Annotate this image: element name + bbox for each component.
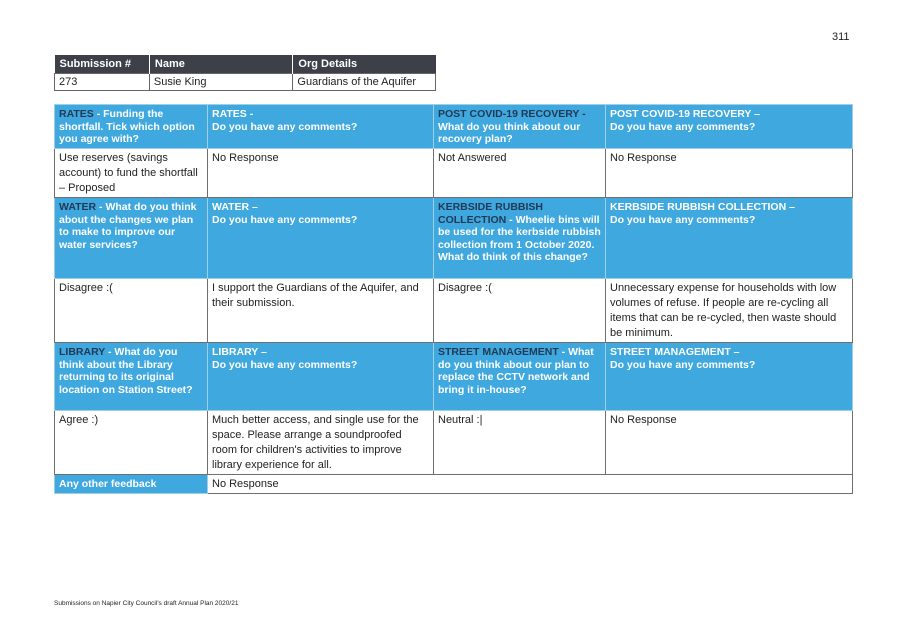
question-topic: POST COVID-19 RECOVERY – bbox=[610, 108, 760, 120]
question-cell: STREET MANAGEMENT –Do you have any comme… bbox=[605, 342, 853, 411]
submission-table: Submission # Name Org Details 273 Susie … bbox=[54, 55, 436, 91]
question-topic: LIBRARY – bbox=[212, 346, 267, 358]
answer-cell: Not Answered bbox=[433, 148, 606, 198]
question-text: - What do you think about our plan to re… bbox=[438, 346, 594, 396]
responses-table: RATES - Funding the shortfall. Tick whic… bbox=[54, 104, 853, 494]
submission-number-header: Submission # bbox=[54, 55, 150, 74]
question-topic: LIBRARY bbox=[59, 346, 106, 358]
answer-cell: Neutral :| bbox=[433, 410, 606, 475]
question-row-rates-covid: RATES - Funding the shortfall. Tick whic… bbox=[54, 104, 853, 149]
question-topic: KERBSIDE RUBBISH COLLECTION – bbox=[610, 201, 795, 213]
question-row-library-street: LIBRARY - What do you think about the Li… bbox=[54, 342, 853, 411]
question-text: Do you have any comments? bbox=[212, 120, 358, 133]
page-number: 311 bbox=[832, 31, 850, 43]
question-topic: STREET MANAGEMENT – bbox=[610, 346, 740, 358]
answer-cell: Agree :) bbox=[54, 410, 208, 475]
question-text: - What do you think about the Library re… bbox=[59, 346, 193, 396]
question-cell: RATES -Do you have any comments? bbox=[207, 104, 434, 149]
question-topic: RATES - bbox=[212, 108, 254, 120]
answer-cell: Disagree :( bbox=[54, 278, 208, 343]
question-cell: KERBSIDE RUBBISH COLLECTION - Wheelie bi… bbox=[433, 197, 606, 279]
question-text: Do you have any comments? bbox=[610, 358, 756, 371]
question-text: Do you have any comments? bbox=[212, 358, 358, 371]
question-topic: RATES bbox=[59, 108, 94, 120]
question-cell: RATES - Funding the shortfall. Tick whic… bbox=[54, 104, 208, 149]
question-text: - Funding the shortfall. Tick which opti… bbox=[59, 108, 195, 145]
question-text: What do you think about our recovery pla… bbox=[438, 120, 581, 146]
answer-cell: Use reserves (savings account) to fund t… bbox=[54, 148, 208, 198]
question-cell: WATER –Do you have any comments? bbox=[207, 197, 434, 279]
page-footer: Submissions on Napier City Council's dra… bbox=[54, 600, 239, 607]
answer-cell: No Response bbox=[605, 410, 853, 475]
name-header: Name bbox=[149, 55, 294, 74]
name-value: Susie King bbox=[148, 73, 294, 91]
answer-row: Agree :) Much better access, and single … bbox=[54, 410, 853, 475]
org-details-header: Org Details bbox=[292, 55, 436, 74]
other-feedback-label: Any other feedback bbox=[54, 474, 208, 494]
answer-cell: Much better access, and single use for t… bbox=[207, 410, 434, 475]
answer-cell: Unnecessary expense for households with … bbox=[605, 278, 853, 343]
question-topic: STREET MANAGEMENT bbox=[438, 346, 559, 358]
question-cell: LIBRARY –Do you have any comments? bbox=[207, 342, 434, 411]
question-row-water-kerbside: WATER - What do you think about the chan… bbox=[54, 197, 853, 279]
question-topic: POST COVID-19 RECOVERY - bbox=[438, 108, 586, 120]
question-cell: STREET MANAGEMENT - What do you think ab… bbox=[433, 342, 606, 411]
other-feedback-row: Any other feedback No Response bbox=[54, 474, 853, 494]
answer-cell: I support the Guardians of the Aquifer, … bbox=[207, 278, 434, 343]
question-cell: WATER - What do you think about the chan… bbox=[54, 197, 208, 279]
submission-value-row: 273 Susie King Guardians of the Aquifer bbox=[54, 73, 436, 91]
org-details-value: Guardians of the Aquifer bbox=[292, 73, 436, 91]
answer-cell: No Response bbox=[605, 148, 853, 198]
question-cell: KERBSIDE RUBBISH COLLECTION –Do you have… bbox=[605, 197, 853, 279]
question-topic: KERBSIDE RUBBISH COLLECTION bbox=[438, 201, 544, 226]
answer-cell: No Response bbox=[207, 148, 434, 198]
question-text: Do you have any comments? bbox=[610, 213, 756, 226]
question-text: - Wheelie bins will be used for the kerb… bbox=[438, 213, 601, 264]
question-text: Do you have any comments? bbox=[610, 120, 756, 133]
question-cell: POST COVID-19 RECOVERY –Do you have any … bbox=[605, 104, 853, 149]
question-topic: WATER bbox=[59, 201, 97, 213]
question-cell: LIBRARY - What do you think about the Li… bbox=[54, 342, 208, 411]
question-topic: WATER – bbox=[212, 201, 258, 213]
other-feedback-value: No Response bbox=[207, 474, 853, 494]
submission-header-row: Submission # Name Org Details bbox=[54, 55, 436, 74]
question-text: - What do you think about the changes we… bbox=[59, 201, 197, 251]
answer-row: Use reserves (savings account) to fund t… bbox=[54, 148, 853, 198]
question-cell: POST COVID-19 RECOVERY -What do you thin… bbox=[433, 104, 606, 149]
answer-row: Disagree :( I support the Guardians of t… bbox=[54, 278, 853, 343]
question-text: Do you have any comments? bbox=[212, 213, 358, 226]
answer-cell: Disagree :( bbox=[433, 278, 606, 343]
submission-number-value: 273 bbox=[54, 73, 150, 91]
